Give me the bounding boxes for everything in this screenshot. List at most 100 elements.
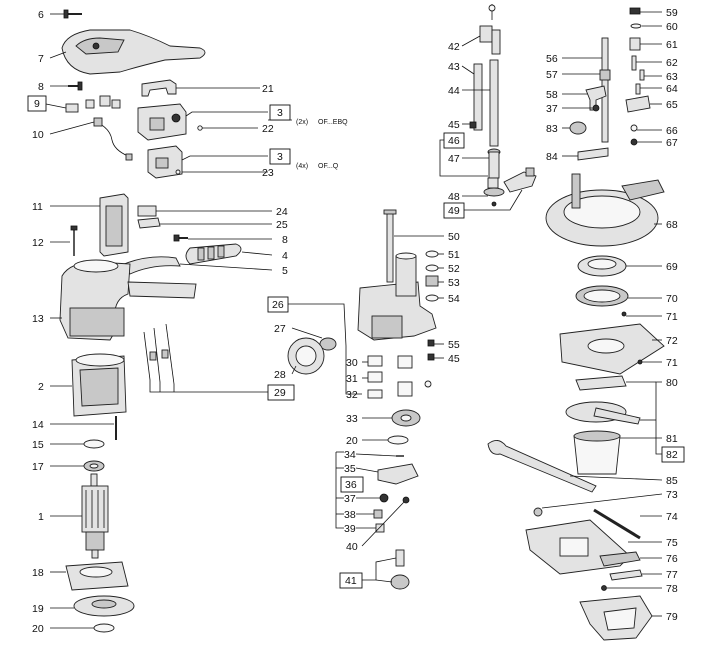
callout-78: 78 — [666, 583, 678, 595]
part-63-pin — [639, 69, 645, 81]
callout-9-box — [27, 95, 47, 112]
callout-10: 10 — [32, 129, 44, 141]
part-80-guide — [575, 375, 627, 391]
part-35-lever — [377, 463, 419, 485]
callout-63: 63 — [666, 71, 678, 83]
part-39-nut — [375, 523, 385, 533]
callout-41: 41 — [345, 575, 357, 587]
part-5-cable-clamp — [123, 256, 181, 275]
callout-62: 62 — [666, 57, 678, 69]
callout-6: 6 — [38, 9, 44, 21]
callout-45b: 45 — [448, 353, 460, 365]
callout-labels: 6 7 8 9 10 21 3 22 3 23 11 24 25 12 8 4 … — [27, 7, 685, 635]
callout-26: 26 — [272, 299, 284, 311]
part-42-upper-assembly — [479, 4, 501, 55]
callout-51: 51 — [448, 249, 460, 261]
callout-50: 50 — [448, 231, 460, 243]
callout-11: 11 — [32, 201, 43, 213]
callout-48: 48 — [448, 191, 460, 203]
part-51-ring — [425, 250, 439, 258]
part-1-armature — [81, 473, 109, 559]
callout-36-box — [340, 476, 364, 493]
callout-22: 22 — [262, 123, 274, 135]
callout-56: 56 — [546, 53, 558, 65]
callout-58: 58 — [546, 89, 558, 101]
part-21-bracket — [141, 79, 177, 97]
note-variant-q: OF...Q — [318, 163, 339, 170]
callout-18: 18 — [32, 567, 44, 579]
callout-60: 60 — [666, 21, 678, 33]
part-66-washer — [630, 124, 638, 132]
part-84-scale — [577, 147, 609, 161]
callout-31: 31 — [346, 373, 358, 385]
part-71-screw-b — [637, 359, 643, 365]
callout-3a-box — [269, 104, 291, 121]
callout-43: 43 — [448, 61, 460, 73]
callout-12: 12 — [32, 237, 44, 249]
part-12-screw — [70, 225, 78, 256]
part-64-spring — [635, 83, 641, 95]
callout-39: 39 — [344, 523, 356, 535]
part-53-nut — [425, 275, 439, 287]
part-20-ring-b — [387, 435, 409, 445]
callout-15: 15 — [32, 439, 44, 451]
callout-35: 35 — [344, 463, 356, 475]
callout-34: 34 — [344, 449, 356, 461]
part-78-screw — [601, 585, 607, 591]
callout-27: 27 — [274, 323, 286, 335]
part-10-cable — [93, 117, 133, 161]
callout-84: 84 — [546, 151, 558, 163]
callout-13: 13 — [32, 313, 44, 325]
note-variant-ebq: OF...EBQ — [318, 119, 348, 126]
callout-37b: 37 — [546, 103, 558, 115]
callout-36: 36 — [345, 479, 357, 491]
callout-45a: 45 — [448, 119, 460, 131]
callout-4: 4 — [282, 250, 288, 262]
part-62-pin — [631, 55, 637, 71]
part-3-switch-ebq — [137, 103, 187, 141]
callout-70: 70 — [666, 293, 678, 305]
callout-38: 38 — [344, 509, 356, 521]
callout-65: 65 — [666, 99, 678, 111]
callout-29: 29 — [274, 387, 286, 399]
part-38-screw — [373, 509, 383, 519]
part-81-dust-cup — [565, 401, 641, 475]
callout-81: 81 — [666, 433, 678, 445]
part-45-screw-a — [469, 121, 477, 129]
part-60-washer — [630, 23, 642, 29]
callout-19: 19 — [32, 603, 44, 615]
part-49-depth-stop — [483, 167, 537, 197]
callout-24: 24 — [276, 206, 288, 218]
part-33-bearing — [391, 409, 421, 427]
part-44-column — [489, 59, 499, 147]
callout-79: 79 — [666, 611, 678, 623]
part-26-base-housing — [357, 252, 437, 341]
part-2-stator — [71, 353, 127, 417]
part-76-plate — [599, 551, 641, 567]
part-4-cable-sleeve — [185, 243, 242, 265]
callout-3b: 3 — [277, 151, 283, 163]
callout-37a: 37 — [344, 493, 356, 505]
callout-52: 52 — [448, 263, 460, 275]
part-22-pin — [197, 125, 203, 131]
callout-8b: 8 — [282, 234, 288, 246]
part-drawings — [59, 4, 665, 641]
callout-1: 1 — [38, 511, 44, 523]
part-77-strip — [609, 569, 643, 581]
part-8-screw-a — [68, 81, 83, 91]
callout-25: 25 — [276, 219, 288, 231]
part-40-screw — [402, 496, 410, 504]
callout-57: 57 — [546, 69, 558, 81]
part-74-rod — [593, 508, 641, 540]
part-25-clip — [137, 217, 161, 229]
callout-61: 61 — [666, 39, 678, 51]
part-11-electronics — [99, 193, 129, 257]
part-73-screw — [533, 507, 543, 517]
callout-82: 82 — [666, 449, 678, 461]
callout-28: 28 — [274, 369, 286, 381]
part-55-screw — [427, 339, 435, 347]
callout-47: 47 — [448, 153, 460, 165]
callout-40: 40 — [346, 541, 358, 553]
part-17-bearing — [83, 460, 105, 472]
